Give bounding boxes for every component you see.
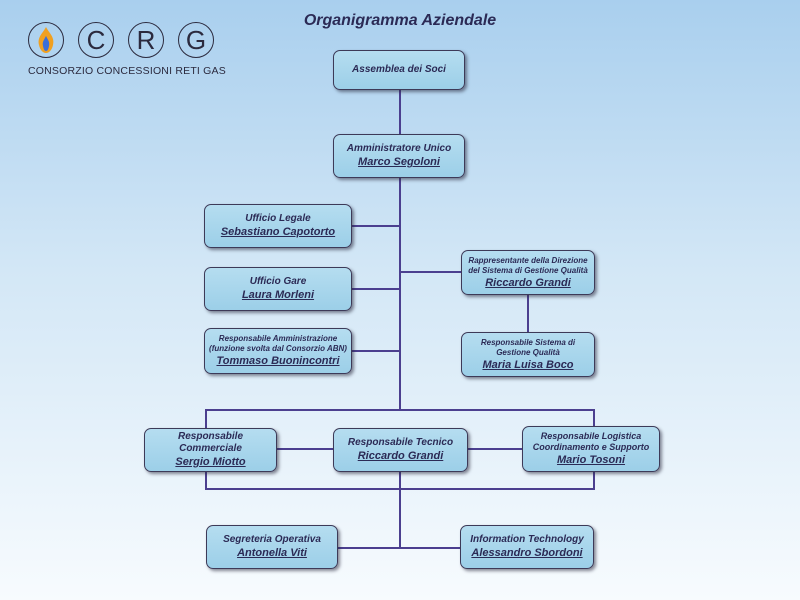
node-name: Marco Segoloni [358,156,440,168]
node-role-line-1: Responsabile Sistema di [480,337,576,347]
node-role-line-2: del Sistema di Gestione Qualità [468,265,588,275]
node-name: Tommaso Buonincontri [216,355,340,367]
node-name: Sebastiano Capotorto [220,226,336,238]
node-name: Laura Morleni [241,289,315,301]
node-role: Ufficio Gare [249,276,307,287]
node-role-line-1: Responsabile Logistica [540,431,642,441]
logo-flame-circle [28,22,64,58]
page-title: Organigramma Aziendale [303,12,497,29]
node-role: Ufficio Legale [245,213,311,224]
node-role: Assemblea dei Soci [352,64,446,75]
node-logistica: Responsabile Logistica Coordinamento e S… [522,426,660,472]
node-commerciale: Responsabile Commerciale Sergio Miotto [144,428,277,472]
node-role: Responsabile Commerciale [177,431,244,454]
logo-subtitle: CONSORZIO CONCESSIONI RETI GAS [28,65,226,77]
node-role: Information Technology [470,534,584,545]
node-name: Mario Tosoni [556,454,626,466]
node-tecnico: Responsabile Tecnico Riccardo Grandi [333,428,468,472]
node-assemblea: Assemblea dei Soci [333,50,465,90]
node-amministratore: Amministratore Unico Marco Segoloni [333,134,465,178]
node-amministrazione: Responsabile Amministrazione (funzione s… [204,328,352,374]
node-name: Sergio Miotto [175,456,246,468]
node-role: Responsabile Tecnico [347,437,454,448]
node-name: Alessandro Sbordoni [471,547,583,559]
node-it: Information Technology Alessandro Sbordo… [460,525,594,569]
node-role-line-2: Coordinamento e Supporto [532,442,650,452]
crg-logo: C R G CONSORZIO CONCESSIONI RETI GAS [28,22,228,82]
node-name: Maria Luisa Boco [482,358,574,371]
node-rappresentante: Rappresentante della Direzione del Siste… [461,250,595,295]
node-gare: Ufficio Gare Laura Morleni [204,267,352,311]
node-name: Antonella Viti [237,547,307,559]
logo-circles: C R G [28,22,228,62]
node-resp-qualita: Responsabile Sistema di Gestione Qualità… [461,332,595,377]
node-segreteria: Segreteria Operativa Antonella Viti [206,525,338,569]
logo-letter-r: R [128,22,164,58]
node-role-line-2: (funzione svolta dal Consorzio ABN) [209,344,347,353]
node-role-line-1: Responsabile Amministrazione [218,334,338,343]
logo-letter-c: C [78,22,114,58]
gas-flame-icon [38,27,54,53]
node-role-line-2: Gestione Qualità [496,347,560,357]
node-role: Amministratore Unico [346,143,452,154]
node-legale: Ufficio Legale Sebastiano Capotorto [204,204,352,248]
node-name: Riccardo Grandi [357,450,444,462]
logo-letter-g: G [178,22,214,58]
node-role: Segreteria Operativa [223,534,321,545]
node-name: Riccardo Grandi [485,276,571,289]
node-role-line-1: Rappresentante della Direzione [468,255,588,265]
connector-bracket-top [205,409,595,435]
